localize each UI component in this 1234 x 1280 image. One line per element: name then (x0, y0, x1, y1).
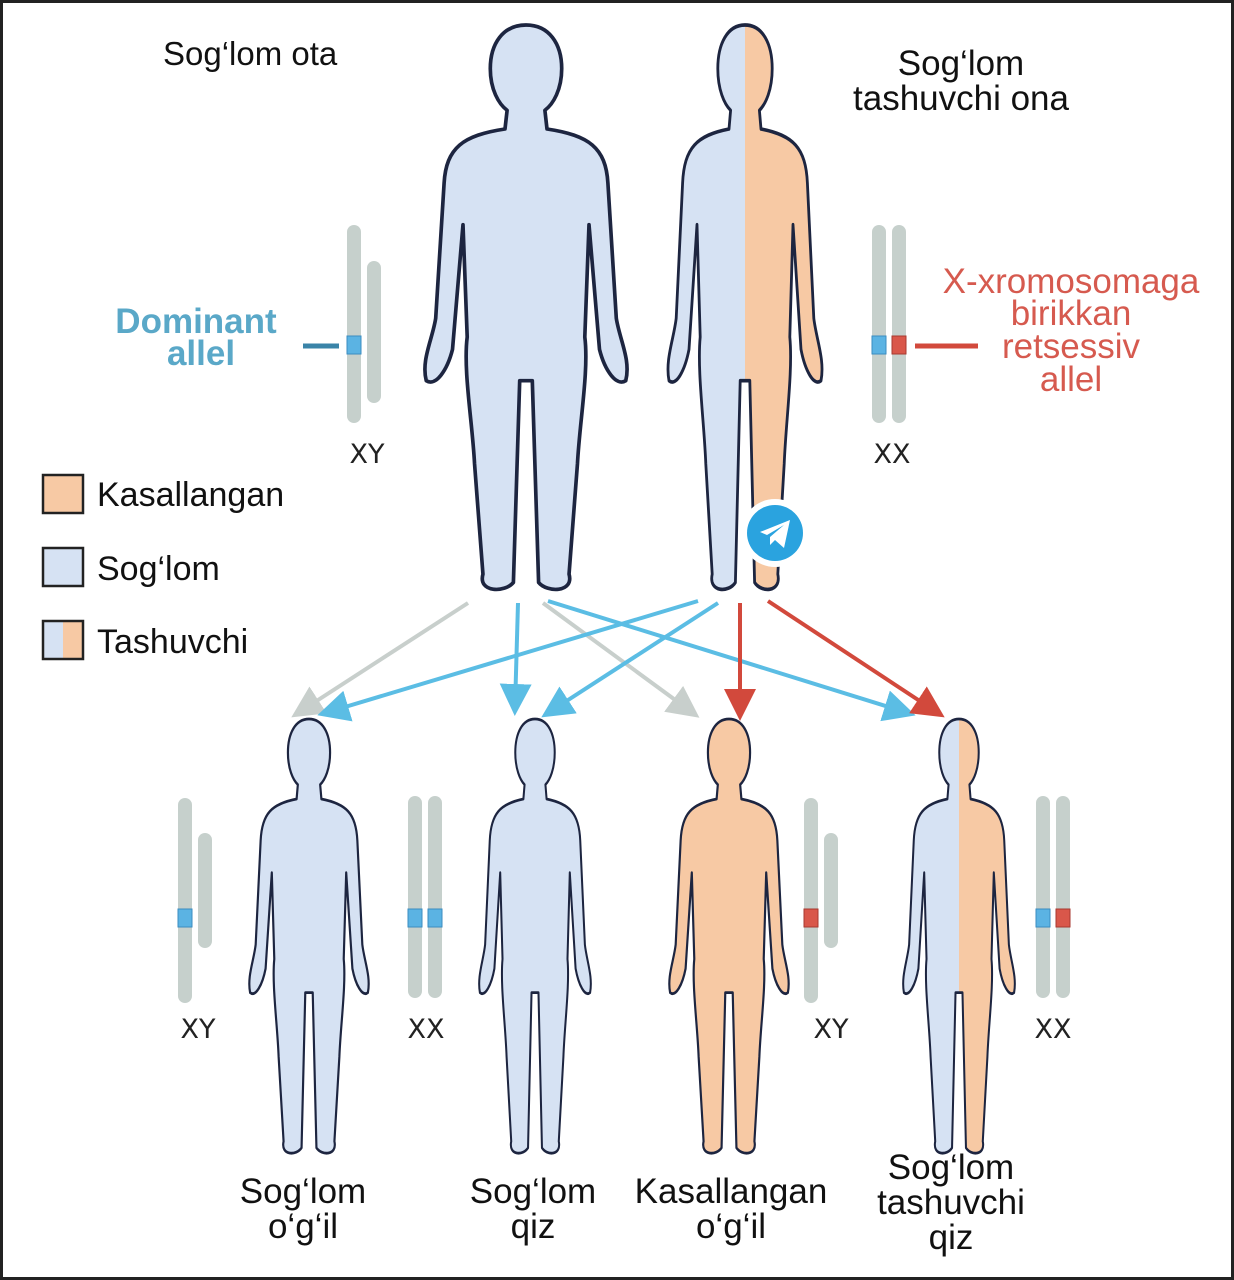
child-figure-healthy-son (247, 717, 371, 1155)
child4-chromosomes (1035, 796, 1071, 998)
child-figure-healthy-daughter (477, 717, 593, 1155)
child2-karyotype: XX (408, 1014, 445, 1045)
mother-chromosomes (871, 225, 978, 423)
telegram-icon (741, 499, 809, 567)
child2-label-2: qiz (511, 1207, 556, 1246)
mother-karyotype: XX (874, 439, 911, 470)
child4-label-3: qiz (929, 1218, 974, 1257)
recessive-allele-label-4: allel (1040, 360, 1102, 399)
child3-label-2: o‘g‘il (696, 1207, 766, 1246)
dominant-allele-marker (346, 335, 362, 355)
legend-item-carrier: Tashuvchi (41, 619, 248, 661)
legend-item-healthy: Sog‘lom (41, 546, 220, 588)
svg-text:Sog‘lom: Sog‘lom (97, 550, 220, 588)
recessive-allele-label-2: birikkan (1011, 294, 1132, 333)
child4-label-2: tashuvchi (877, 1183, 1025, 1222)
mother-label-line1: Sog‘lom (898, 44, 1024, 83)
child4-label-1: Sog‘lom (888, 1148, 1014, 1187)
child-figure-carrier-daughter (901, 717, 1017, 1155)
father-chromosomes (303, 225, 381, 423)
dominant-allele-label-1: Dominant (115, 302, 277, 341)
svg-text:Tashuvchi: Tashuvchi (97, 623, 248, 661)
child1-chromosomes (177, 798, 212, 1003)
dominant-allele-label-2: allel (167, 334, 235, 373)
father-karyotype: XY (350, 439, 385, 470)
recessive-allele-label-1: X-xromosomaga (943, 262, 1200, 301)
legend-item-affected: Kasallangan (41, 473, 284, 515)
recessive-allele-marker (891, 335, 907, 355)
mother-label-line2: tashuvchi ona (853, 79, 1070, 118)
child3-chromosomes (803, 798, 838, 1003)
svg-text:Kasallangan: Kasallangan (97, 476, 284, 514)
child-figure-affected-son (667, 717, 791, 1155)
child4-karyotype: XX (1035, 1014, 1072, 1045)
child3-label-1: Kasallangan (635, 1172, 828, 1211)
father-label: Sog‘lom ota (163, 35, 338, 72)
diagram-canvas: Sog‘lom ota Sog‘lom tashuvchi ona XY Dom… (41, 23, 1200, 1257)
child1-karyotype: XY (181, 1014, 216, 1045)
recessive-allele-label-3: retsessiv (1002, 327, 1141, 366)
legend: Kasallangan Sog‘lom Tashuvchi (41, 473, 284, 661)
child2-chromosomes (407, 796, 443, 998)
child1-label-2: o‘g‘il (268, 1207, 338, 1246)
child1-label-1: Sog‘lom (240, 1172, 366, 1211)
father-figure (423, 23, 629, 592)
child2-label-1: Sog‘lom (470, 1172, 596, 1211)
mother-figure (666, 23, 824, 592)
child3-karyotype: XY (814, 1014, 849, 1045)
inheritance-arrows (291, 599, 945, 722)
